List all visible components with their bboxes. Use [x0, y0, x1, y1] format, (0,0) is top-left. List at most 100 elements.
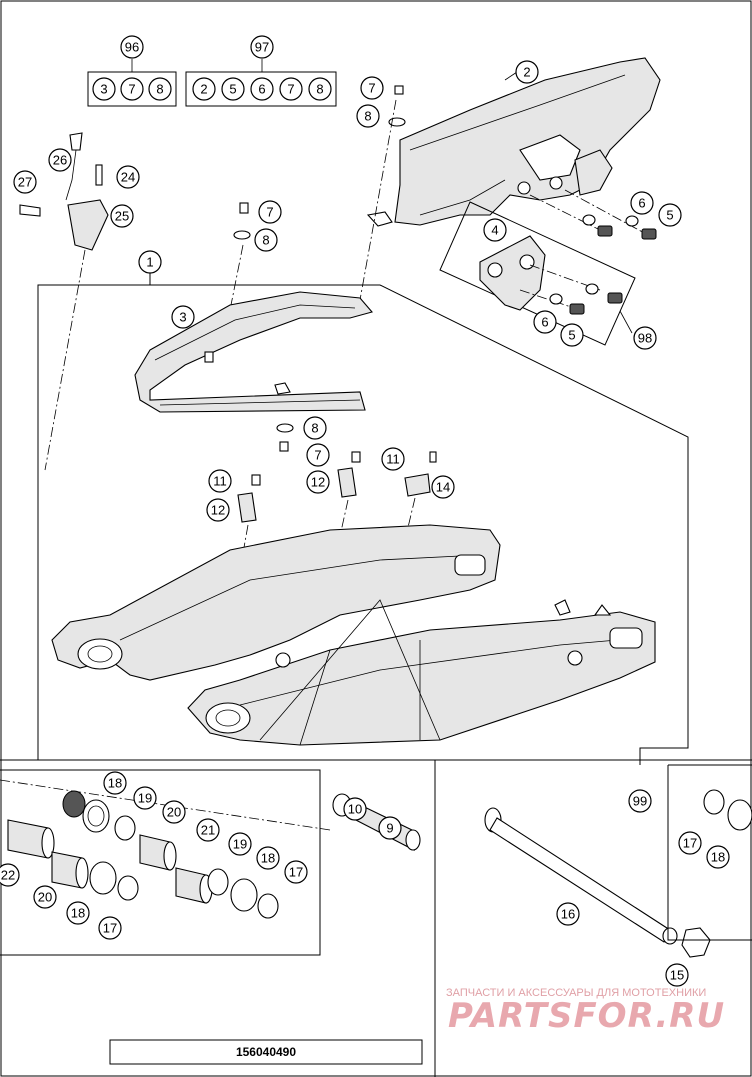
callout-number: 10	[348, 802, 362, 817]
swingarm-axle	[484, 764, 752, 958]
callout-18-axle: 18	[706, 845, 730, 869]
callout-number: 8	[316, 82, 323, 97]
bolt-chain-slider	[229, 202, 251, 311]
callout-number: 1	[146, 255, 153, 270]
kit-97-item-5: 8	[308, 77, 332, 101]
callout-number: 16	[561, 907, 575, 922]
callout-number: 98	[638, 331, 652, 346]
callout-number: 27	[18, 175, 32, 190]
callout-number: 17	[683, 836, 697, 851]
callout-97: 97	[250, 35, 274, 59]
chain-guard	[366, 57, 661, 227]
callout-11-left: 11	[208, 469, 232, 493]
callout-number: 22	[1, 868, 15, 883]
callout-3: 3	[171, 305, 195, 329]
callout-number: 11	[386, 452, 400, 467]
bolt-slider-lower	[276, 423, 294, 452]
callout-number: 3	[100, 82, 107, 97]
callout-5-lower: 5	[560, 323, 584, 347]
callout-1: 1	[138, 250, 162, 274]
callout-number: 3	[179, 310, 186, 325]
callout-number: 6	[638, 196, 645, 211]
callout-number: 8	[262, 233, 269, 248]
document-number: 156040490	[236, 1045, 296, 1059]
chain-slider	[134, 291, 373, 413]
callout-number: 26	[53, 153, 67, 168]
callout-number: 19	[233, 837, 247, 852]
callout-number: 4	[491, 223, 498, 238]
callout-4: 4	[483, 218, 507, 242]
callout-number: 20	[38, 890, 52, 905]
callout-21: 21	[196, 818, 220, 842]
callout-15: 15	[665, 963, 689, 987]
document-number-box	[109, 1039, 423, 1065]
callout-12-left: 12	[206, 498, 230, 522]
callout-number: 9	[386, 821, 393, 836]
callout-20-bottom: 20	[33, 885, 57, 909]
callout-number: 7	[266, 205, 273, 220]
callout-20-top: 20	[162, 800, 186, 824]
callout-7-low: 7	[306, 443, 330, 467]
kit-97-item-2: 5	[221, 77, 245, 101]
sensor-assembly	[19, 132, 109, 471]
callout-98: 98	[633, 326, 657, 350]
callout-8-mid: 8	[254, 228, 278, 252]
callout-number: 7	[128, 82, 135, 97]
callout-10: 10	[343, 797, 367, 821]
callout-8-low: 8	[303, 416, 327, 440]
callout-number: 11	[213, 474, 227, 489]
callout-number: 20	[167, 805, 181, 820]
callout-7-top: 7	[360, 76, 384, 100]
swingarm	[51, 524, 656, 746]
callout-18-bottom-left: 18	[66, 901, 90, 925]
callout-17-right: 17	[284, 860, 308, 884]
callout-26: 26	[48, 148, 72, 172]
callout-number: 99	[633, 794, 647, 809]
callout-2: 2	[515, 60, 539, 84]
callout-17-bottom: 17	[98, 916, 122, 940]
callout-9: 9	[378, 816, 402, 840]
watermark-brand: PARTSFOR.RU	[448, 996, 725, 1036]
callout-96: 96	[120, 35, 144, 59]
callout-number: 8	[364, 109, 371, 124]
bolt-set-upper	[529, 189, 657, 240]
callout-number: 18	[108, 776, 122, 791]
callout-18-top: 18	[103, 771, 127, 795]
callout-number: 18	[261, 851, 275, 866]
callout-6-lower: 6	[533, 310, 557, 334]
callout-16: 16	[556, 902, 580, 926]
callout-number: 21	[201, 823, 215, 838]
callout-number: 2	[523, 65, 530, 80]
callout-8-top: 8	[356, 104, 380, 128]
callout-number: 7	[368, 81, 375, 96]
callout-number: 97	[255, 40, 269, 55]
bolt-upper-chain-guard	[359, 85, 406, 301]
callout-number: 7	[314, 448, 321, 463]
callout-number: 96	[125, 40, 139, 55]
callout-number: 18	[711, 850, 725, 865]
kit-box-98	[439, 201, 636, 346]
callout-number: 8	[311, 421, 318, 436]
callout-number: 12	[311, 475, 325, 490]
callout-number: 18	[71, 906, 85, 921]
callout-18-bottom-right: 18	[256, 846, 280, 870]
kit-96-item-2: 7	[120, 77, 144, 101]
kit-97-item-3: 6	[250, 77, 274, 101]
callout-6-upper: 6	[630, 191, 654, 215]
callout-number: 2	[200, 82, 207, 97]
callout-number: 5	[229, 82, 236, 97]
callout-number: 7	[287, 82, 294, 97]
kit-96-item-3: 8	[148, 77, 172, 101]
clip-set	[237, 451, 437, 571]
bearing-group-left	[0, 769, 421, 956]
callout-27: 27	[13, 170, 37, 194]
callout-number: 5	[666, 208, 673, 223]
callout-number: 12	[211, 503, 225, 518]
callout-number: 14	[436, 480, 450, 495]
callout-number: 17	[289, 865, 303, 880]
callout-99: 99	[628, 789, 652, 813]
kit-96-item-1: 3	[92, 77, 116, 101]
callout-19-top: 19	[133, 786, 157, 810]
